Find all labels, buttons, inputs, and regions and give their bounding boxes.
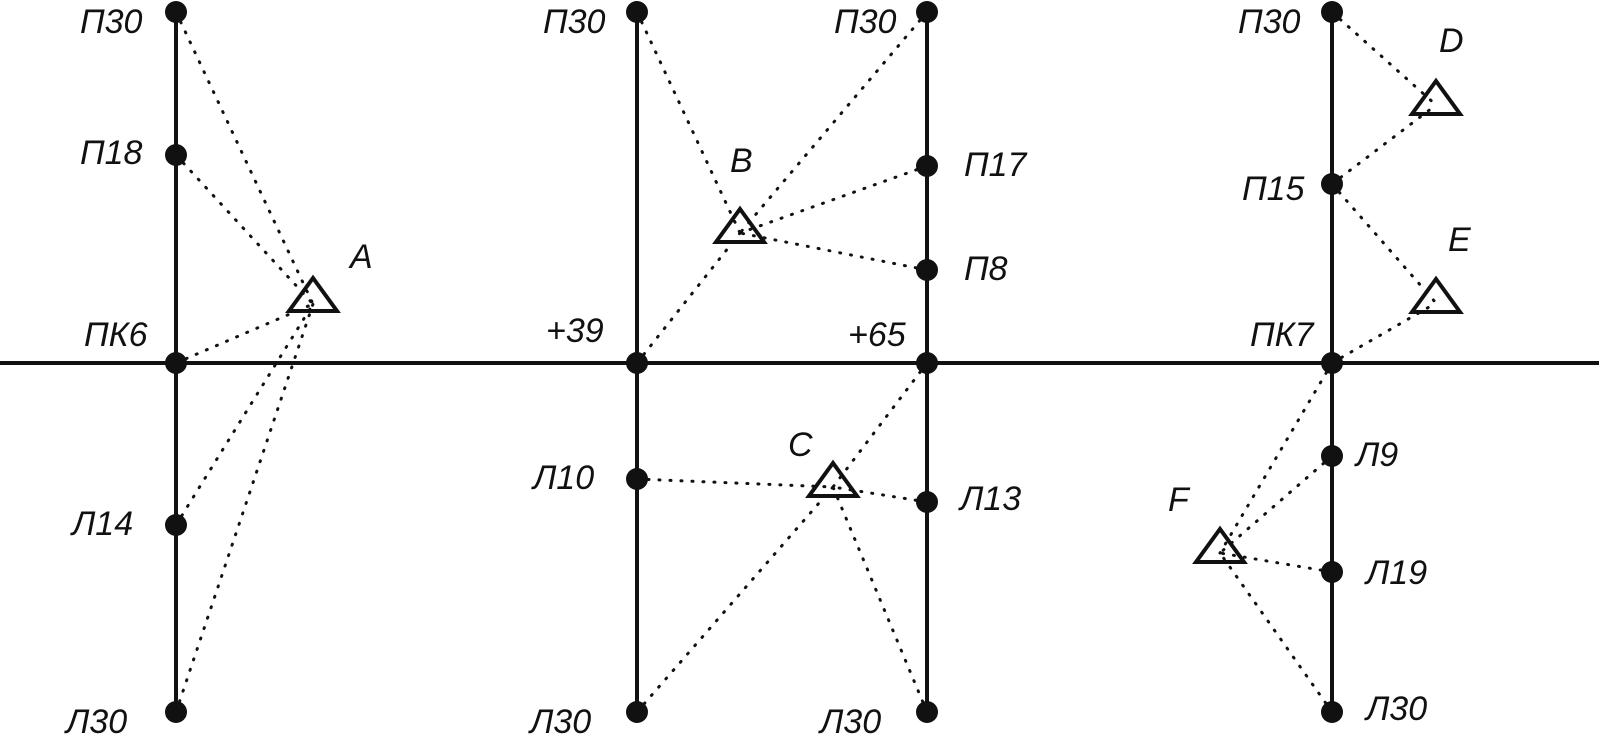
label-s2-bottom: Л30 — [528, 703, 591, 741]
label-station-c: C — [788, 426, 813, 464]
sight-line — [738, 231, 929, 272]
sight-line — [738, 164, 929, 235]
sight-line — [635, 477, 835, 489]
point-s1-l14 — [165, 514, 187, 536]
label-s1-p18: П18 — [80, 134, 143, 172]
point-s1-p18 — [165, 144, 187, 166]
station-f-triangle-icon — [1192, 525, 1248, 564]
point-39 — [626, 352, 648, 374]
label-s2-top: П30 — [543, 3, 606, 41]
sight-line — [831, 361, 929, 489]
sight-line — [831, 485, 929, 504]
label-s3-p17: П17 — [964, 146, 1028, 184]
label-station-b: B — [730, 142, 753, 180]
sight-line — [1330, 10, 1438, 107]
label-s2-l10: Л10 — [531, 459, 594, 497]
label-s3-p8: П8 — [964, 250, 1008, 288]
sight-line — [1330, 103, 1438, 186]
label-65: +65 — [848, 316, 906, 354]
label-s1-top: П30 — [80, 3, 143, 41]
label-station-f: F — [1168, 481, 1191, 519]
sight-line — [1218, 361, 1334, 555]
station-c-triangle-icon — [805, 459, 861, 498]
point-pk7 — [1321, 352, 1343, 374]
label-s1-bottom: Л30 — [64, 703, 127, 741]
survey-points — [165, 1, 1343, 723]
instrument-stations — [285, 77, 1464, 564]
sight-line — [174, 302, 315, 527]
point-s3-p8 — [916, 259, 938, 281]
point-s3-p17 — [916, 155, 938, 177]
sight-line — [174, 10, 315, 306]
point-s3-top — [916, 1, 938, 23]
station-a-triangle-icon — [285, 274, 341, 313]
sight-line — [1330, 182, 1438, 305]
sight-line — [1218, 551, 1334, 574]
station-b-triangle-icon — [712, 205, 768, 244]
sight-line — [1218, 454, 1334, 555]
point-s2-l10 — [626, 468, 648, 490]
label-s3-bottom: Л30 — [818, 703, 881, 741]
point-s1-top — [165, 1, 187, 23]
label-s4-top: П30 — [1238, 3, 1301, 41]
sight-line — [635, 231, 742, 365]
point-s3-l13 — [916, 491, 938, 513]
labels: П30 П18 ПК6 Л14 Л30 П30 +39 Л10 Л30 П30 … — [64, 3, 1471, 741]
point-s2-top — [626, 1, 648, 23]
point-s2-bottom — [626, 701, 648, 723]
sight-line — [635, 485, 835, 714]
sight-line — [831, 485, 929, 714]
point-65 — [916, 352, 938, 374]
point-s1-bottom — [165, 701, 187, 723]
label-station-d: D — [1439, 22, 1464, 60]
sight-line — [174, 153, 315, 306]
sight-line — [1218, 551, 1334, 714]
point-s3-bottom — [916, 701, 938, 723]
station-d-triangle-icon — [1408, 77, 1464, 116]
label-station-a: A — [348, 238, 373, 276]
label-s3-top: П30 — [834, 3, 897, 41]
label-s4-bottom: Л30 — [1364, 690, 1427, 728]
point-s4-top — [1321, 1, 1343, 23]
station-e-triangle-icon — [1408, 275, 1464, 314]
label-s3-l13: Л13 — [958, 480, 1021, 518]
point-s4-bottom — [1321, 701, 1343, 723]
label-station-e: E — [1448, 221, 1471, 259]
label-pk6: ПК6 — [84, 316, 148, 354]
sight-line — [174, 302, 315, 714]
point-s4-p15 — [1321, 173, 1343, 195]
label-s4-p15: П15 — [1242, 170, 1305, 208]
point-pk6 — [165, 352, 187, 374]
label-s4-l9: Л9 — [1354, 436, 1398, 474]
sight-line — [635, 10, 742, 235]
label-s1-l14: Л14 — [70, 505, 133, 543]
label-s4-l19: Л19 — [1364, 554, 1427, 592]
label-pk7: ПК7 — [1250, 316, 1315, 354]
point-s4-l9 — [1321, 445, 1343, 467]
label-39: +39 — [546, 312, 604, 350]
point-s4-l19 — [1321, 561, 1343, 583]
sight-line — [738, 10, 929, 235]
